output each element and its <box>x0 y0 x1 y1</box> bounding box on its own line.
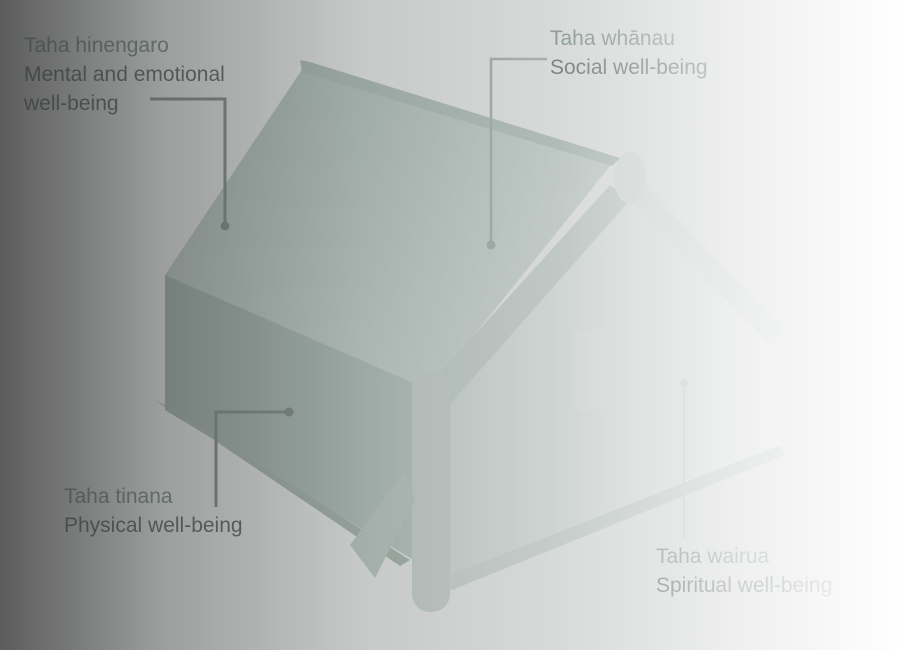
label-taha-whanau: Taha whānau Social well-being <box>550 24 708 82</box>
label-maori-text: Taha tinana <box>64 485 173 508</box>
porch-window <box>575 330 615 410</box>
label-maori-text: Taha whānau <box>550 27 675 50</box>
koruru-finial <box>614 152 646 204</box>
label-taha-wairua: Taha wairua Spiritual well-being <box>656 542 832 600</box>
callout-dot-whanau <box>486 240 496 250</box>
label-english-text: Physical well-being <box>64 514 243 537</box>
label-english-text: Social well-being <box>550 56 708 79</box>
callout-dot-hinengaro <box>220 221 230 231</box>
label-taha-tinana: Taha tinana Physical well-being <box>64 482 243 540</box>
callout-dot-wairua <box>680 379 688 387</box>
label-maori-text: Taha wairua <box>656 545 770 568</box>
label-taha-hinengaro: Taha hinengaro Mental and emotional well… <box>24 31 225 118</box>
label-english-text-line2: well-being <box>24 92 119 115</box>
callout-dot-tinana <box>284 407 294 417</box>
amo-post-left <box>412 372 450 612</box>
label-english-text: Spiritual well-being <box>656 574 833 597</box>
label-maori-text: Taha hinengaro <box>24 34 169 57</box>
label-english-text: Mental and emotional <box>24 63 225 86</box>
